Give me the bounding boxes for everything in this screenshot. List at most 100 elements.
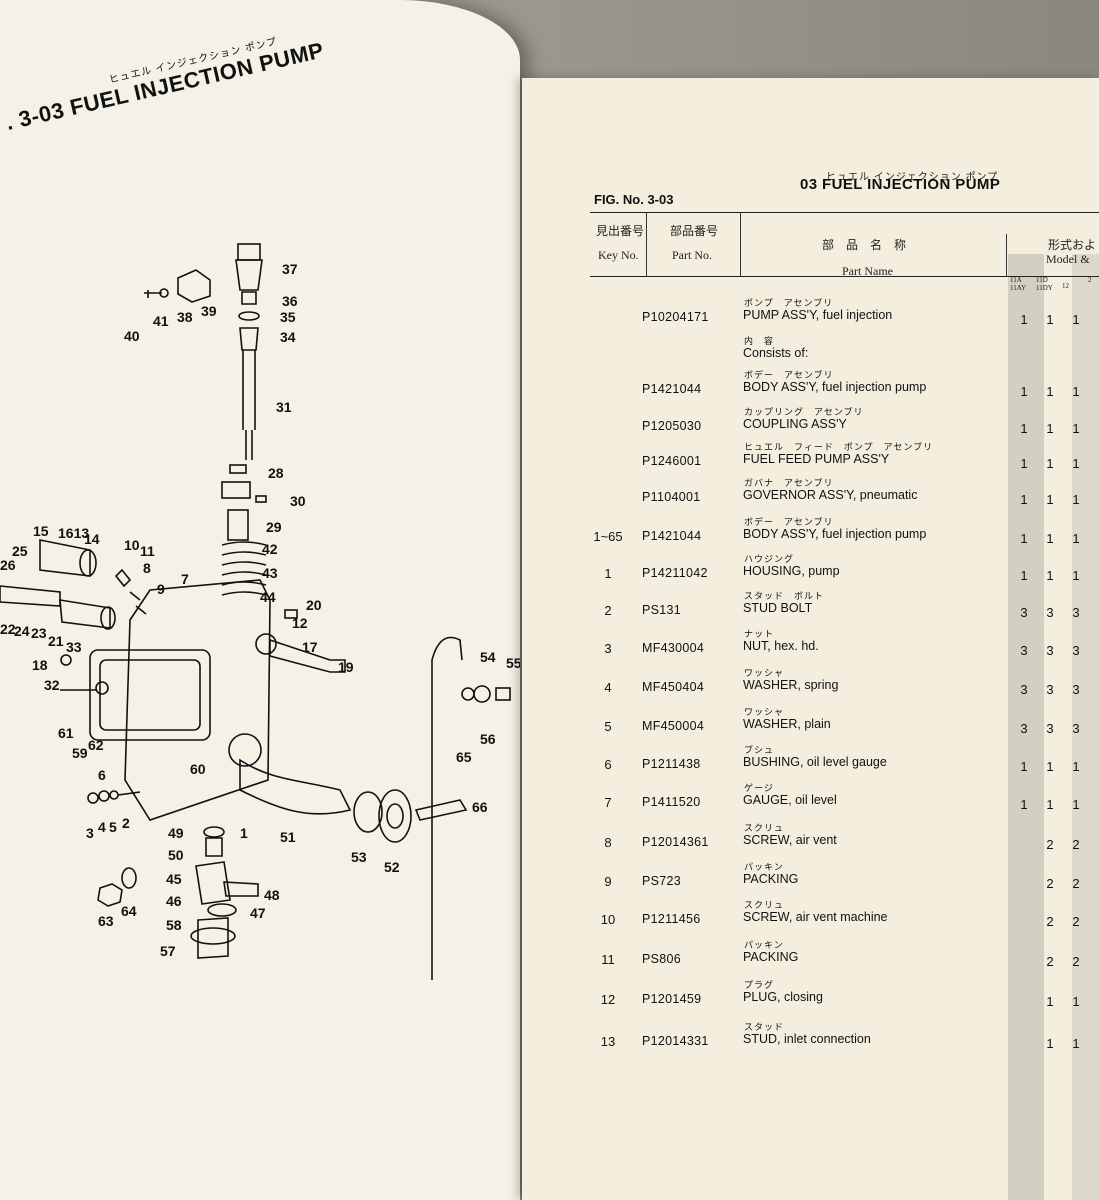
callout: 10 <box>124 537 140 553</box>
part-name-kana: プラグ <box>744 980 775 990</box>
quantity: 1 <box>1046 568 1054 583</box>
callout: 33 <box>66 639 82 655</box>
part-number: P1421044 <box>642 382 702 396</box>
header-name-jp: 部 品 名 称 <box>822 238 907 252</box>
part-number: P1246001 <box>642 454 702 468</box>
quantity: 3 <box>1072 605 1080 620</box>
quantity: 1 <box>1072 568 1080 583</box>
header-col-11a: 11A 11AY <box>1010 276 1027 292</box>
part-name: STUD, inlet connection <box>743 1032 871 1046</box>
quantity: 1 <box>1072 1036 1080 1051</box>
part-name-kana: カップリング アセンブリ <box>744 407 864 417</box>
callout: 24 <box>14 623 30 639</box>
callout: 20 <box>306 597 322 613</box>
right-page-title: 03 FUEL INJECTION PUMP <box>800 176 1001 193</box>
quantity: 1 <box>1020 568 1028 583</box>
key-number: 2 <box>604 603 612 618</box>
quantity: 3 <box>1046 643 1054 658</box>
quantity: 3 <box>1046 682 1054 697</box>
part-name-kana: スクリュ <box>744 823 785 833</box>
header-model-jp: 形式およ <box>1048 238 1097 252</box>
diagram-drawing <box>0 243 511 980</box>
callout: 44 <box>260 589 276 605</box>
callout: 60 <box>190 761 206 777</box>
quantity: 1 <box>1046 312 1054 327</box>
part-name-kana: スタッド ボルト <box>744 591 825 601</box>
part-name: HOUSING, pump <box>743 564 840 578</box>
part-name-kana: ボデー アセンブリ <box>744 370 834 380</box>
callout: 53 <box>351 849 367 865</box>
part-number: MF430004 <box>642 641 705 655</box>
callout: 39 <box>201 303 217 319</box>
quantity: 3 <box>1072 682 1080 697</box>
callout: 26 <box>0 557 16 573</box>
quantity: 1 <box>1072 384 1080 399</box>
key-number: 3 <box>604 641 612 656</box>
callout: 32 <box>44 677 60 693</box>
callout: 37 <box>282 261 298 277</box>
callout: 23 <box>31 625 47 641</box>
column-shading <box>1008 254 1044 1200</box>
part-name: COUPLING ASS'Y <box>743 417 847 431</box>
part-number: P12014361 <box>642 835 709 849</box>
quantity: 1 <box>1046 759 1054 774</box>
header-part-jp: 部品番号 <box>670 224 719 238</box>
callout: 21 <box>48 633 64 649</box>
part-name: SCREW, air vent <box>743 833 837 847</box>
part-name-kana: ブシュ <box>744 745 775 755</box>
key-number: 5 <box>604 719 612 734</box>
callout: 38 <box>177 309 193 325</box>
callout: 59 <box>72 745 88 761</box>
callout: 1613 <box>58 525 89 541</box>
quantity: 1 <box>1072 492 1080 507</box>
callout: 12 <box>292 615 308 631</box>
key-number: 4 <box>604 680 612 695</box>
callout: 28 <box>268 465 284 481</box>
quantity: 1 <box>1046 456 1054 471</box>
callout: 15 <box>33 523 49 539</box>
part-name-kana: ポンプ アセンブリ <box>744 298 834 308</box>
callout: 58 <box>166 917 182 933</box>
quantity: 3 <box>1072 721 1080 736</box>
callout: 2 <box>122 815 130 831</box>
quantity: 1 <box>1020 312 1028 327</box>
part-name-kana: スタッド <box>744 1022 785 1032</box>
part-number: P1201459 <box>642 992 702 1006</box>
quantity: 1 <box>1072 797 1080 812</box>
part-number: P1421044 <box>642 529 702 543</box>
key-number: 11 <box>601 952 615 967</box>
quantity: 1 <box>1020 759 1028 774</box>
quantity: 3 <box>1020 682 1028 697</box>
header-part-en: Part No. <box>672 248 712 262</box>
right-page: ヒュエル インジェクション ポンプ 03 FUEL INJECTION PUMP… <box>522 78 1099 1200</box>
callout: 46 <box>166 893 182 909</box>
diagram-callouts: 37 36 35 34 31 28 30 29 42 43 44 20 12 1… <box>0 261 520 959</box>
header-model-en: Model & <box>1046 252 1090 266</box>
table-divider <box>1006 234 1007 276</box>
callout: 65 <box>456 749 472 765</box>
part-name: NUT, hex. hd. <box>743 639 819 653</box>
quantity: 2 <box>1046 954 1054 969</box>
part-name-kana: ワッシャ <box>744 668 785 678</box>
part-number: P1411520 <box>642 795 701 809</box>
part-number: P14211042 <box>642 566 708 580</box>
quantity: 1 <box>1072 312 1080 327</box>
key-number: 7 <box>604 795 612 810</box>
part-name: WASHER, plain <box>743 717 831 731</box>
quantity: 3 <box>1072 643 1080 658</box>
quantity: 1 <box>1072 421 1080 436</box>
part-name-kana: ナット <box>744 629 775 639</box>
part-number: P1104001 <box>642 490 701 504</box>
key-number: 9 <box>604 874 612 889</box>
part-name: PUMP ASS'Y, fuel injection <box>743 308 893 322</box>
quantity: 1 <box>1046 492 1054 507</box>
